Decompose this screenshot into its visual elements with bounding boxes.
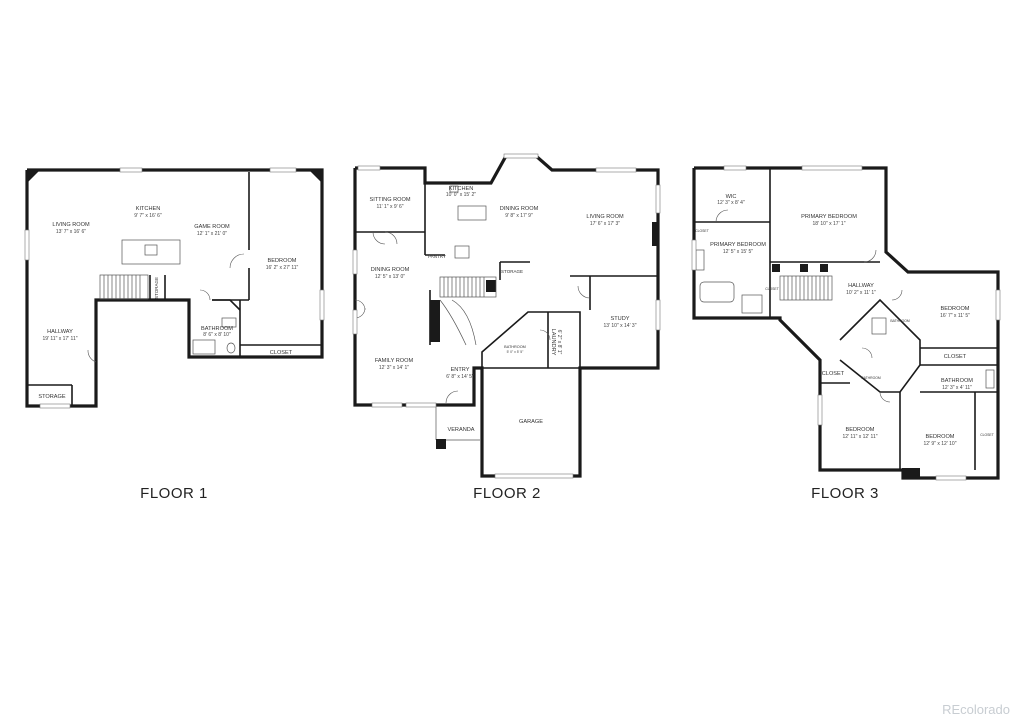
- room-name: DINING ROOM: [500, 206, 539, 212]
- room-name: HALLWAY: [848, 283, 874, 289]
- room-dims: 16' 7" x 11' 5": [940, 313, 970, 319]
- room-dims: 11' 1" x 9' 6": [376, 204, 403, 210]
- room-dims: 6' 2" x 8' 1": [556, 330, 562, 355]
- room-name: CLOSET: [270, 350, 293, 356]
- room-name: BATHROOM: [201, 326, 233, 332]
- floor-3-plan: FLOOR 3 WIC 12' 3" x 8' 4" PRIMARY BEDRO…: [691, 165, 1001, 502]
- room-dims: 12' 11" x 12' 11": [842, 434, 877, 440]
- room-name: BEDROOM: [268, 258, 297, 264]
- room-name: CLOSET: [944, 354, 967, 360]
- room-dims: 6' 8" x 14' 5": [446, 374, 474, 380]
- room-name: CLOSET: [822, 371, 845, 377]
- room-name: BATHROOM: [504, 345, 526, 349]
- room-dims: 12' 9" x 12' 10": [924, 441, 957, 447]
- watermark-logo: REcolorado: [942, 702, 1010, 717]
- room-name: STUDY: [611, 316, 630, 322]
- room-name: LIVING ROOM: [52, 222, 90, 228]
- room-dims: 9' 7" x 16' 6": [134, 213, 162, 219]
- room-dims: 19' 11" x 17' 11": [42, 336, 77, 342]
- floor-1-plan: FLOOR 1 KITCHEN 9' 7" x 16' 6" LIVING RO…: [24, 167, 325, 502]
- room-dims: 13' 7" x 16' 6": [56, 229, 86, 235]
- floor-2-plan: FLOOR 2 SITTING ROOM 11' 1" x 9' 6" KITC…: [352, 153, 661, 502]
- room-name: PRIMARY BEDROOM: [710, 242, 766, 248]
- room-name: CLOSET: [695, 229, 709, 233]
- room-name: CLOSET: [765, 287, 779, 291]
- room-name: FAMILY ROOM: [375, 358, 414, 364]
- room-dims: 12' 3" x 4' 11": [942, 385, 972, 391]
- room-name: GARAGE: [519, 419, 543, 425]
- room-name: STORAGE: [154, 277, 159, 299]
- room-name: LIVING ROOM: [586, 214, 624, 220]
- room-name: BEDROOM: [846, 427, 875, 433]
- room-dims: 12' 5" x 15' 5": [723, 249, 753, 255]
- room-dims: 16' 2" x 27' 11": [266, 265, 299, 271]
- room-name: LAUNDRY: [550, 329, 556, 356]
- room-name: KITCHEN: [449, 186, 474, 192]
- room-name: VERANDA: [447, 427, 474, 433]
- room-name: GAME ROOM: [194, 224, 230, 230]
- room-name: SITTING ROOM: [369, 197, 410, 203]
- room-name: WIC: [726, 194, 737, 200]
- room-name: KITCHEN: [136, 206, 161, 212]
- room-name: HALLWAY: [47, 329, 73, 335]
- room-name: BATHROOM: [890, 319, 910, 323]
- room-dims: 12' 1" x 21' 0": [197, 231, 227, 237]
- room-dims: 18' 10" x 17' 1": [813, 221, 846, 227]
- room-name: BATHROOM: [861, 376, 881, 380]
- room-dims: 10' 0" x 15' 2": [446, 192, 476, 198]
- room-name: BATHROOM: [941, 378, 973, 384]
- room-name: BEDROOM: [926, 434, 955, 440]
- room-name: PANTRY: [428, 254, 446, 259]
- room-dims: 8' 6" x 8' 10": [203, 332, 231, 338]
- room-dims: 17' 6" x 17' 3": [590, 221, 620, 227]
- room-name: ENTRY: [451, 367, 470, 373]
- room-name: CLOSET: [980, 433, 994, 437]
- room-name: BEDROOM: [941, 306, 970, 312]
- room-name: STORAGE: [501, 269, 523, 274]
- room-dims: 5' 0" x 5' 5": [507, 350, 525, 354]
- room-dims: 12' 5" x 13' 0": [375, 274, 405, 280]
- room-name: PRIMARY BEDROOM: [801, 214, 857, 220]
- room-name: DINING ROOM: [371, 267, 410, 273]
- floor-2-label: FLOOR 2: [473, 485, 541, 502]
- room-dims: 13' 10" x 14' 3": [604, 323, 637, 329]
- room-name: STORAGE: [38, 394, 66, 400]
- room-dims: 12' 3" x 14' 1": [379, 365, 409, 371]
- floor-3-label: FLOOR 3: [811, 485, 879, 502]
- floor-1-label: FLOOR 1: [140, 485, 208, 502]
- room-dims: 10' 2" x 11' 1": [846, 290, 876, 296]
- room-dims: 12' 3" x 8' 4": [717, 200, 745, 206]
- room-dims: 9' 8" x 17' 9": [505, 213, 533, 219]
